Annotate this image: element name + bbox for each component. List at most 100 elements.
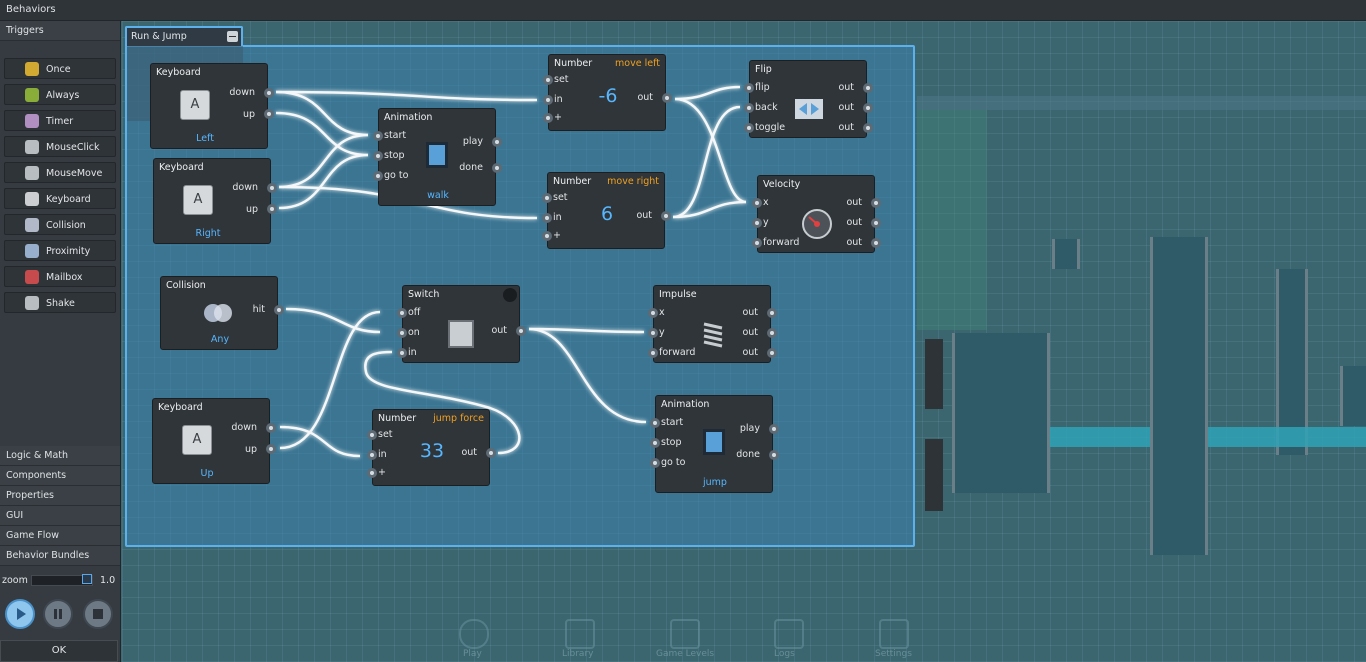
socket[interactable] [492,137,502,147]
socket[interactable] [367,450,377,460]
trigger-item[interactable]: Collision [4,214,116,235]
socket[interactable] [648,348,658,358]
socket[interactable] [752,238,762,248]
socket[interactable] [769,424,779,434]
switch-node[interactable]: Switch off on in out [397,285,526,363]
collision-node[interactable]: Collision hit Any [160,276,284,350]
trigger-item[interactable]: Keyboard [4,188,116,209]
section-logic-math[interactable]: Logic & Math [0,446,120,466]
socket[interactable] [267,183,277,193]
trigger-item[interactable]: Shake [4,292,116,313]
velocity-node[interactable]: Velocity x y forward out out out [752,175,881,253]
socket[interactable] [661,211,671,221]
animation-node[interactable]: Animation start stop go to play done wal… [373,108,502,206]
socket[interactable] [744,123,754,133]
socket[interactable] [767,348,777,358]
socket[interactable] [543,75,553,85]
socket[interactable] [863,103,873,113]
trigger-item[interactable]: Timer [4,110,116,131]
socket[interactable] [752,218,762,228]
number-value[interactable]: 33 [419,440,445,462]
socket[interactable] [871,218,881,228]
socket[interactable] [542,213,552,223]
library-icon[interactable] [565,619,595,649]
socket[interactable] [264,109,274,119]
socket[interactable] [767,328,777,338]
socket[interactable] [648,328,658,338]
minimize-icon[interactable] [227,31,238,42]
node-title: Keyboard [159,162,204,173]
settings-icon[interactable] [879,619,909,649]
socket[interactable] [662,93,672,103]
number-value[interactable]: 6 [600,203,614,225]
trigger-item[interactable]: Proximity [4,240,116,261]
socket[interactable] [267,204,277,214]
socket[interactable] [767,308,777,318]
section-gui[interactable]: GUI [0,506,120,526]
trigger-item[interactable]: Always [4,84,116,105]
behavior-group-tab[interactable]: Run & Jump [125,26,243,46]
game-levels-icon[interactable] [670,619,700,649]
zoom-slider[interactable] [31,575,93,586]
zoom-slider-handle[interactable] [82,574,92,584]
socket[interactable] [373,131,383,141]
socket[interactable] [397,308,407,318]
trigger-item[interactable]: MouseClick [4,136,116,157]
trigger-item[interactable]: Once [4,58,116,79]
socket[interactable] [266,423,276,433]
socket[interactable] [543,113,553,123]
socket[interactable] [863,123,873,133]
number-value[interactable]: -6 [598,85,618,107]
socket[interactable] [752,198,762,208]
trigger-item[interactable]: MouseMove [4,162,116,183]
trigger-icon [25,218,39,232]
section-game-flow[interactable]: Game Flow [0,526,120,546]
play-icon[interactable] [459,619,489,649]
trigger-item[interactable]: Mailbox [4,266,116,287]
socket[interactable] [397,328,407,338]
socket[interactable] [266,444,276,454]
socket[interactable] [373,151,383,161]
pause-button[interactable] [43,599,73,629]
stop-button[interactable] [83,599,113,629]
socket[interactable] [769,450,779,460]
socket[interactable] [492,163,502,173]
flip-node[interactable]: Flip flip back toggle out out out [744,60,873,138]
keyboard-node[interactable]: Keyboard down up A Left [150,63,274,149]
socket[interactable] [516,326,526,336]
socket[interactable] [648,308,658,318]
socket[interactable] [367,430,377,440]
socket[interactable] [863,83,873,93]
socket[interactable] [543,95,553,105]
socket[interactable] [744,83,754,93]
animation-node[interactable]: Animation start stop go to play done jum… [650,395,779,493]
section-properties[interactable]: Properties [0,486,120,506]
socket[interactable] [264,88,274,98]
number-node[interactable]: Number move right set in + out 6 [542,172,671,249]
socket[interactable] [871,198,881,208]
section-behavior-bundles[interactable]: Behavior Bundles [0,546,120,566]
ok-button[interactable]: OK [0,640,118,662]
socket[interactable] [650,418,660,428]
socket[interactable] [397,348,407,358]
socket[interactable] [373,171,383,181]
output-pin-label: out [742,347,758,358]
number-node[interactable]: Number move left set in + out -6 [543,54,672,131]
keyboard-node[interactable]: Keyboard down up A Up [152,398,276,484]
play-button[interactable] [5,599,35,629]
socket[interactable] [542,231,552,241]
number-node[interactable]: Number jump force set in + out 33 [367,409,496,486]
impulse-node[interactable]: Impulse x y forward out out out [648,285,777,363]
section-components[interactable]: Components [0,466,120,486]
socket[interactable] [650,438,660,448]
socket[interactable] [744,103,754,113]
socket[interactable] [542,193,552,203]
socket[interactable] [367,468,377,478]
keyboard-node[interactable]: Keyboard down up A Right [153,158,277,244]
socket[interactable] [871,238,881,248]
triggers-header[interactable]: Triggers [0,21,120,41]
socket[interactable] [650,458,660,468]
socket[interactable] [486,448,496,458]
socket[interactable] [274,305,284,315]
logs-icon[interactable] [774,619,804,649]
